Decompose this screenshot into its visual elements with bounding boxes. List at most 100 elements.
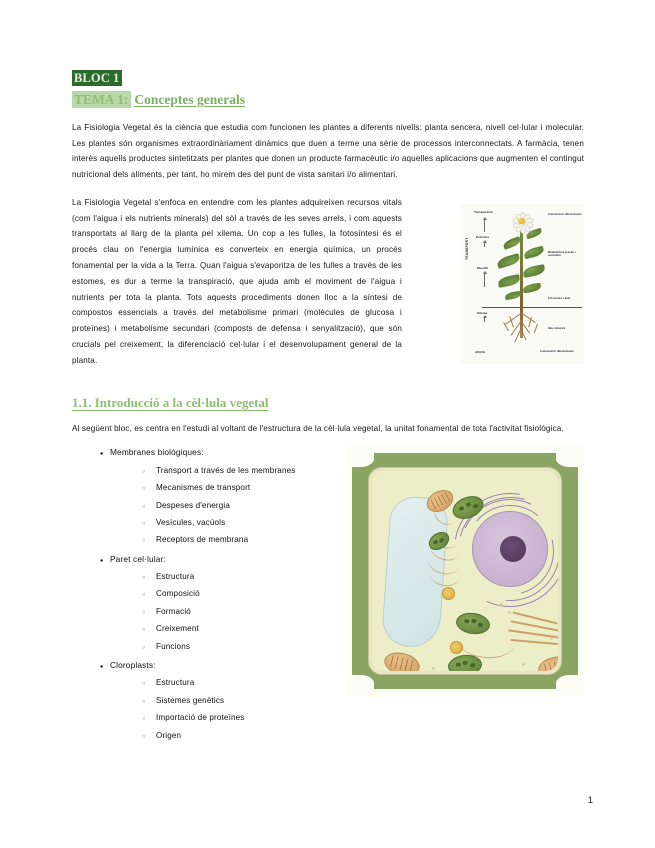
- circle-bullet-icon: [142, 479, 156, 496]
- plant-rootlet: [520, 312, 536, 323]
- arrow-up-icon: [482, 315, 487, 322]
- arrow-up-icon: [482, 271, 487, 287]
- cell-corner: [556, 675, 578, 689]
- ribosome-dot: [550, 637, 553, 640]
- soil-line: [482, 307, 582, 309]
- outline-sublist: Estructura Sistemes genètics Importació …: [100, 674, 584, 744]
- mitochondrion: [536, 653, 558, 671]
- list-item-label: Estructura: [156, 572, 195, 582]
- paragraph-intro-1: La Fisiologia Vegetal és la ciència que …: [72, 122, 584, 180]
- plant-label-xilema: Xilema: [477, 311, 488, 315]
- section-heading-wrap: 1.1. Introducció a la cèl·lula vegetal: [72, 381, 584, 421]
- list-item: Formació: [142, 603, 584, 620]
- circle-bullet-icon: [142, 585, 156, 602]
- bloc-heading: BLOC 1: [72, 70, 123, 86]
- list-item-label: Composició: [156, 589, 200, 599]
- outline-sublist: Transport a través de les membranes Meca…: [100, 462, 584, 549]
- circle-bullet-icon: [142, 568, 156, 585]
- plant-leaf: [522, 264, 546, 278]
- arrow-up-icon: [482, 217, 487, 232]
- list-item-label: Sistemes genètics: [156, 695, 225, 705]
- cell-membrane: [368, 467, 562, 675]
- plant-label-creixement-bottom: Creixement i diferenciació: [540, 350, 574, 353]
- plant-leaf: [497, 274, 521, 288]
- plant-stem: [520, 228, 523, 310]
- list-item: Importació de proteïnes: [142, 709, 584, 726]
- plant-leaf: [522, 282, 542, 294]
- outline-group-paret: Paret cel·lular: Estructura Composició F…: [100, 551, 584, 655]
- ribosome-dot: [432, 667, 435, 670]
- ribosome-dot: [500, 603, 503, 606]
- arrow-up-icon: [482, 240, 487, 247]
- plant-figure-vertical-label: TRANSPORT: [465, 237, 469, 260]
- list-item: Composició: [142, 585, 584, 602]
- list-item: Receptors de membrana: [142, 531, 584, 548]
- outline-group-label: Paret cel·lular:: [110, 553, 166, 564]
- nucleus: [472, 511, 548, 587]
- tema-label: TEMA 1:: [72, 91, 132, 108]
- list-item-label: Transport a través de les membranes: [156, 465, 296, 475]
- disc-bullet-icon: [100, 662, 110, 671]
- list-item: Mecanismes de transport: [142, 479, 584, 496]
- list-item-label: Formació: [156, 606, 191, 616]
- list-item-label: Funcions: [156, 641, 191, 651]
- mitochondrion: [381, 648, 423, 671]
- outline-group-cloroplasts: Cloroplasts: Estructura Sistemes genètic…: [100, 657, 584, 744]
- ribosome-dot: [522, 663, 525, 666]
- list-item-label: Origen: [156, 730, 182, 740]
- circle-bullet-icon: [142, 603, 156, 620]
- plant-label-aigua: AIGUA: [475, 350, 486, 354]
- list-item-label: Creixement: [156, 624, 199, 634]
- tema-heading-line: TEMA 1:Conceptes generals: [72, 90, 584, 111]
- circle-bullet-icon: [142, 692, 156, 709]
- bloc-heading-line: BLOC 1: [72, 68, 584, 88]
- ribosome-dot: [508, 611, 511, 614]
- plant-transport-figure: TRANSPORT Transpiració Estomes Mesòfil X…: [460, 204, 584, 364]
- outline-group-label: Cloroplasts:: [110, 660, 156, 671]
- circle-bullet-icon: [142, 674, 156, 691]
- list-item: Estructura: [142, 674, 584, 691]
- outline-group-header: Paret cel·lular:: [100, 551, 584, 568]
- disc-bullet-icon: [100, 556, 110, 565]
- list-item-label: Vesícules, vacúols: [156, 517, 226, 527]
- list-item: Sistemes genètics: [142, 692, 584, 709]
- plant-label-transpiracio: Transpiració: [474, 210, 493, 214]
- list-item: Estructura: [142, 568, 584, 585]
- plant-label-mesofil: Mesòfil: [477, 266, 489, 270]
- outline-group-label: Membranes biològiques:: [110, 447, 204, 458]
- circle-bullet-icon: [142, 514, 156, 531]
- plant-rootlet: [534, 323, 538, 334]
- circle-bullet-icon: [142, 497, 156, 514]
- circle-bullet-icon: [142, 462, 156, 479]
- list-item-label: Despeses d'energia: [156, 500, 230, 510]
- cytoplasm: [372, 471, 558, 671]
- circle-bullet-icon: [142, 531, 156, 548]
- cell-corner: [352, 675, 374, 689]
- list-item-label: Mecanismes de transport: [156, 483, 251, 493]
- flower-icon: [511, 212, 534, 234]
- paragraph-section-intro: Al següent bloc, es centra en l'estudi a…: [72, 423, 564, 433]
- plant-leaf: [504, 290, 522, 301]
- circle-bullet-icon: [142, 620, 156, 637]
- outline-group-membranes: Membranes biològiques: Transport a travé…: [100, 444, 584, 548]
- plant-label-estomes: Estomes: [476, 235, 490, 239]
- tema-title: Conceptes generals: [134, 92, 245, 107]
- vesicle: [442, 587, 455, 600]
- vesicle: [450, 641, 463, 654]
- list-item: Creixement: [142, 620, 584, 637]
- plant-label-sals-minerals: Sals minerals: [548, 327, 566, 330]
- outline-group-header: Cloroplasts:: [100, 657, 584, 674]
- outline-sublist: Estructura Composició Formació Creixemen…: [100, 568, 584, 655]
- plant-label-fotosintesi: Fotosíntesi / llum: [548, 297, 571, 300]
- list-item-label: Estructura: [156, 678, 195, 688]
- circle-bullet-icon: [142, 709, 156, 726]
- disc-bullet-icon: [100, 449, 110, 458]
- list-item-label: Receptors de membrana: [156, 535, 249, 545]
- section-heading-1-1: 1.1. Introducció a la cèl·lula vegetal: [72, 394, 269, 410]
- page-content: BLOC 1 TEMA 1:Conceptes generals La Fisi…: [72, 68, 584, 746]
- list-item: Funcions: [142, 638, 584, 655]
- list-item: Vesícules, vacúols: [142, 514, 584, 531]
- plant-label-metabolisme: Metabolisme primari i secundari: [548, 251, 576, 257]
- paragraph-intro-2: La Fisiologia Vegetal s'enfoca en entend…: [72, 197, 402, 365]
- plant-cell-figure: [346, 445, 584, 697]
